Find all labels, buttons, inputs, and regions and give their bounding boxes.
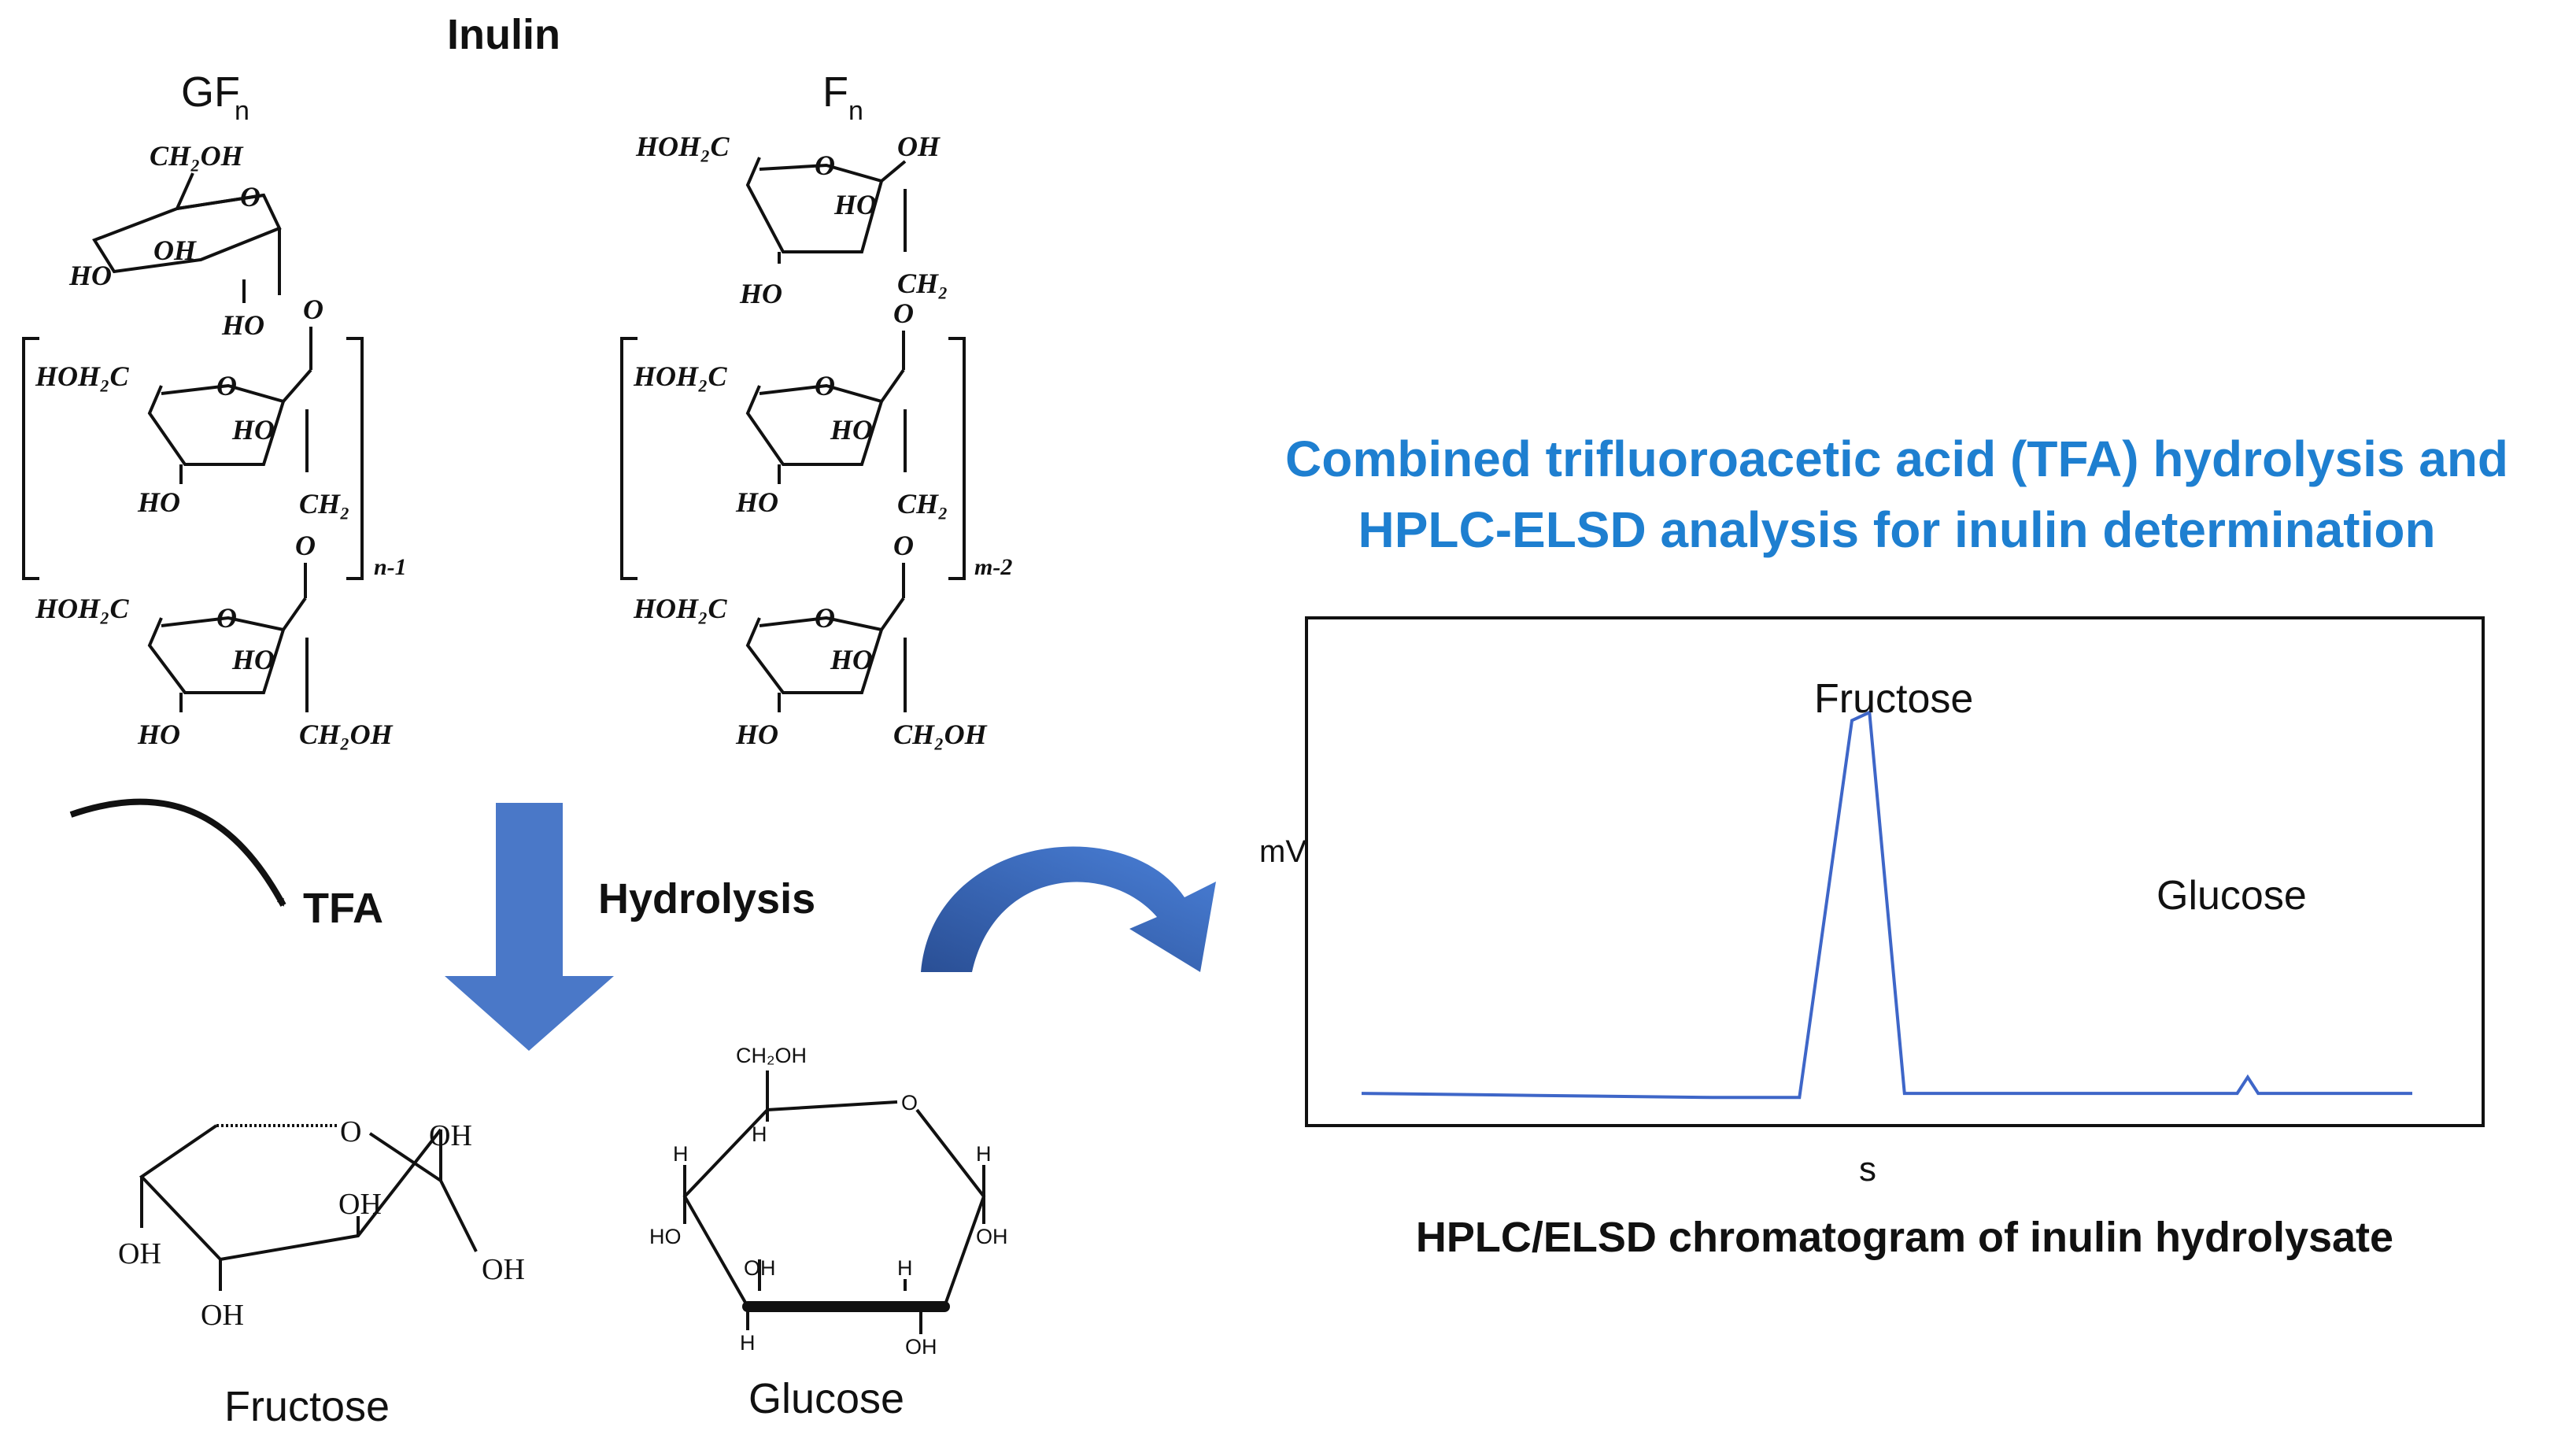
hydrolysis-label: Hydrolysis <box>598 875 815 923</box>
svg-text:OH: OH <box>905 1335 937 1359</box>
svg-text:HOH₂C: HOH₂C <box>633 593 728 624</box>
svg-text:OH: OH <box>897 131 941 162</box>
svg-text:HO: HO <box>830 414 873 446</box>
x-axis-label: s <box>1859 1150 1876 1189</box>
peak-label-fructose: Fructose <box>1814 676 1973 722</box>
svg-text:OH: OH <box>153 235 197 266</box>
chart-caption: HPLC/ELSD chromatogram of inulin hydroly… <box>1416 1214 2393 1261</box>
svg-text:HOH₂C: HOH₂C <box>35 593 130 624</box>
svg-text:O: O <box>893 298 914 329</box>
svg-text:O: O <box>340 1115 361 1148</box>
svg-text:CH₂OH: CH₂OH <box>736 1044 807 1067</box>
hydrolysis-arrow <box>445 803 614 1051</box>
svg-text:O: O <box>240 181 261 213</box>
svg-text:HO: HO <box>137 486 180 518</box>
fn-structure: HOH₂C OH O HO HO CH₂ O m-2 HOH₂C O HO HO… <box>620 131 1012 750</box>
svg-text:HO: HO <box>830 644 873 675</box>
svg-text:HO: HO <box>137 719 180 750</box>
svg-text:HO: HO <box>735 486 778 518</box>
svg-text:OH: OH <box>976 1225 1008 1248</box>
svg-text:CH₂: CH₂ <box>897 268 948 299</box>
svg-text:OH: OH <box>482 1253 525 1286</box>
svg-text:CH₂OH: CH₂OH <box>893 719 988 750</box>
svg-text:m-2: m-2 <box>974 554 1012 580</box>
inulin-title: Inulin <box>447 11 560 58</box>
gfn-label: GF n <box>181 68 249 126</box>
svg-text:H: H <box>752 1122 767 1146</box>
svg-text:HO: HO <box>649 1225 682 1248</box>
svg-text:OH: OH <box>118 1237 161 1270</box>
svg-text:O: O <box>893 530 914 561</box>
svg-text:F: F <box>822 68 848 116</box>
svg-text:HO: HO <box>735 719 778 750</box>
fn-label: F n <box>822 68 863 126</box>
chart-frame <box>1305 616 2485 1127</box>
svg-text:n: n <box>848 96 863 126</box>
svg-text:HOH₂C: HOH₂C <box>633 360 728 392</box>
fructose-product-structure: O OH OH OH OH OH <box>118 1115 525 1332</box>
svg-text:HO: HO <box>231 644 275 675</box>
curved-transfer-arrow <box>921 846 1216 972</box>
svg-text:CH₂: CH₂ <box>897 488 948 519</box>
heading-line2: HPLC-ELSD analysis for inulin determinat… <box>1358 501 2435 558</box>
svg-text:CH₂OH: CH₂OH <box>150 140 244 172</box>
svg-text:HOH₂C: HOH₂C <box>35 360 130 392</box>
svg-text:O: O <box>901 1091 918 1115</box>
svg-text:OH: OH <box>429 1119 472 1152</box>
fructose-product-label: Fructose <box>224 1383 390 1430</box>
svg-text:n: n <box>235 96 249 126</box>
glucose-product-structure: CH₂OH H O H OH H HO OH H H OH <box>649 1044 1008 1359</box>
heading-line1: Combined trifluoroacetic acid (TFA) hydr… <box>1285 431 2508 487</box>
svg-text:OH: OH <box>201 1299 244 1332</box>
svg-text:HO: HO <box>231 414 275 446</box>
svg-text:HO: HO <box>68 260 112 291</box>
svg-text:H: H <box>673 1142 689 1166</box>
svg-text:CH₂: CH₂ <box>299 488 350 519</box>
svg-text:O: O <box>815 370 835 401</box>
svg-text:HO: HO <box>221 309 264 341</box>
peak-label-glucose: Glucose <box>2157 873 2307 919</box>
chromatogram-chart: mV s Fructose Glucose <box>1259 616 2485 1189</box>
svg-text:GF: GF <box>181 68 240 116</box>
svg-text:O: O <box>815 602 835 634</box>
gfn-structure: CH₂OH O OH HO HO O n-1 HOH₂C O HO HO CH₂… <box>22 140 407 750</box>
glucose-product-label: Glucose <box>748 1375 904 1422</box>
tfa-curved-arrow <box>69 798 286 907</box>
svg-text:OH: OH <box>338 1188 382 1221</box>
tfa-label: TFA <box>303 885 383 932</box>
svg-text:CH₂OH: CH₂OH <box>299 719 394 750</box>
svg-text:HO: HO <box>739 278 782 309</box>
svg-text:H: H <box>740 1331 756 1355</box>
svg-text:H: H <box>897 1256 913 1280</box>
svg-text:HOH₂C: HOH₂C <box>635 131 730 162</box>
series-line <box>1361 709 2412 1100</box>
svg-text:O: O <box>216 370 237 401</box>
svg-text:O: O <box>303 294 323 325</box>
svg-text:H: H <box>976 1142 992 1166</box>
svg-text:O: O <box>216 602 237 634</box>
y-axis-label: mV <box>1259 834 1306 869</box>
svg-text:O: O <box>815 150 835 181</box>
svg-text:n-1: n-1 <box>374 554 407 580</box>
svg-text:O: O <box>295 530 316 561</box>
svg-text:OH: OH <box>744 1256 776 1280</box>
svg-text:HO: HO <box>833 189 877 220</box>
